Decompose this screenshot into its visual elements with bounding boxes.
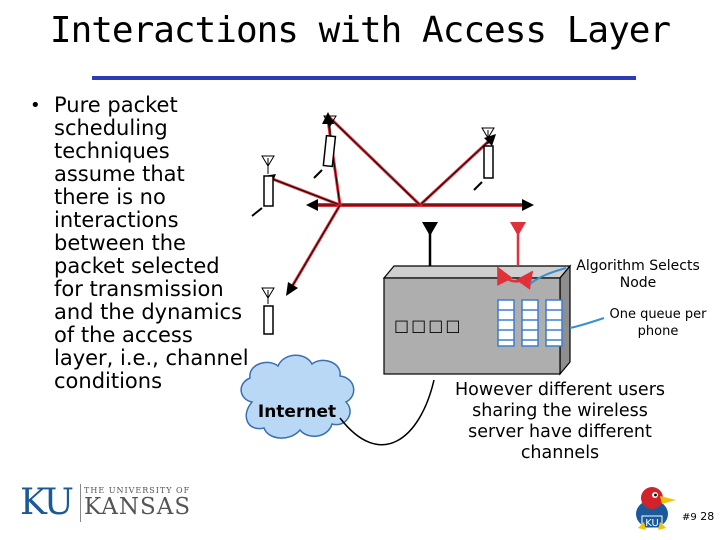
selector-arrow xyxy=(496,266,534,290)
bullet-line: techniques xyxy=(54,139,170,163)
internet-cloud xyxy=(240,354,355,439)
however-line: server have different xyxy=(468,422,652,442)
bullet-line: Pure packet xyxy=(54,93,178,117)
queue-stacks xyxy=(497,299,563,347)
mascot-badge-text: KU xyxy=(645,518,659,529)
bullet-line: assume that xyxy=(54,162,185,186)
ku-logo-small-text: THE UNIVERSITY OF xyxy=(84,486,191,495)
queue-label: One queue per phone xyxy=(598,306,718,340)
slide-number-value: 28 xyxy=(700,510,715,523)
mobile-device-right xyxy=(473,127,495,191)
bullet-line: interactions xyxy=(54,208,179,232)
bullet-line: of the access xyxy=(54,323,193,347)
mobile-device-lower xyxy=(261,287,275,335)
however-line: However different users xyxy=(455,380,665,400)
bullet-line: there is no xyxy=(54,185,166,209)
however-text: However different users sharing the wire… xyxy=(440,380,680,464)
internet-label: Internet xyxy=(257,402,337,422)
internet-link xyxy=(339,379,435,446)
slide-number: #9 28 xyxy=(682,510,714,523)
wireless-server xyxy=(382,222,572,376)
bullet-line: between the xyxy=(54,231,186,255)
bullet-dot: • xyxy=(30,95,41,116)
mobile-device-left xyxy=(251,155,275,217)
bullet-line: and the dynamics xyxy=(54,300,243,324)
queue-callout-line xyxy=(569,317,605,329)
mobile-device-top xyxy=(313,115,337,179)
bullet-line: for transmission xyxy=(54,277,224,301)
bullet-item: • Pure packet scheduling techniques assu… xyxy=(30,94,270,393)
algorithm-label: Algorithm Selects Node xyxy=(556,258,720,292)
ku-logo-divider xyxy=(80,484,81,522)
queue-label-line: phone xyxy=(637,324,679,339)
server-panel-label: □□□□ xyxy=(394,316,463,335)
bullet-text: Pure packet scheduling techniques assume… xyxy=(54,94,270,393)
bullet-line: packet selected xyxy=(54,254,220,278)
ku-logo-letters: KU xyxy=(20,482,74,523)
algorithm-callout-line xyxy=(529,267,567,285)
title-underline xyxy=(92,76,636,80)
however-line: sharing the wireless xyxy=(472,401,648,421)
bullet-line: conditions xyxy=(54,369,163,393)
ku-logo-big-text: KANSAS xyxy=(84,494,192,520)
however-line: channels xyxy=(520,443,600,463)
backbone-lines xyxy=(268,116,530,292)
slide-number-prefix: #9 xyxy=(682,512,697,523)
queue-label-line: One queue per xyxy=(609,307,707,322)
slide-title: Interactions with Access Layer xyxy=(49,10,671,51)
algorithm-label-line: Algorithm Selects xyxy=(576,258,700,274)
bullet-line: scheduling xyxy=(54,116,168,140)
bullet-line: layer, i.e., channel xyxy=(54,346,249,370)
algorithm-label-line: Node xyxy=(619,275,657,291)
jayhawk-mascot-icon: KU xyxy=(636,487,676,530)
